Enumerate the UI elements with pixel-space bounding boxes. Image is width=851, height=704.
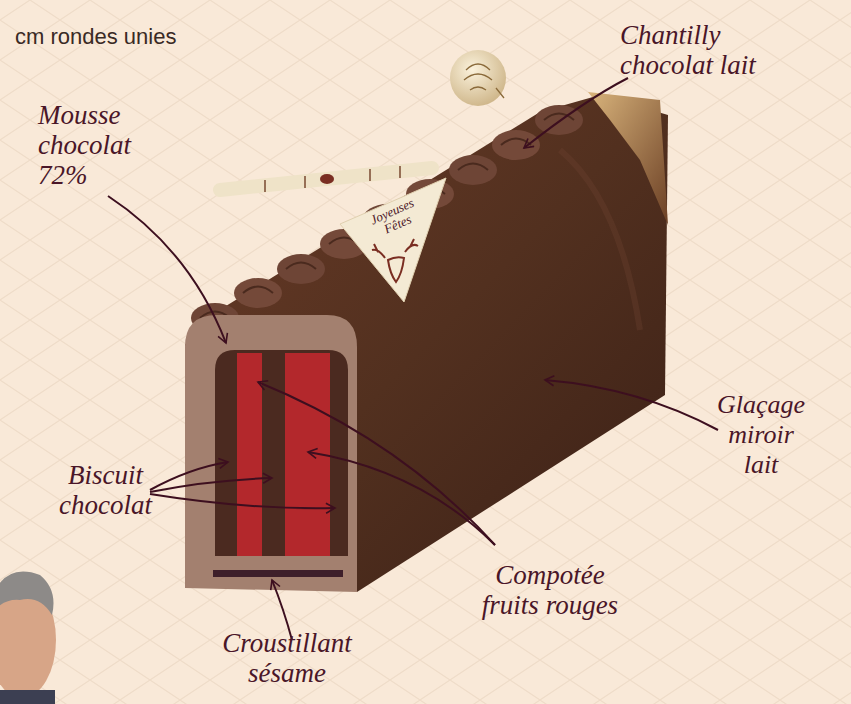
mousse-section [185, 315, 357, 592]
rosette-ridges [200, 114, 574, 319]
rosette [277, 254, 325, 284]
chantilly-rosettes [191, 105, 583, 333]
leader-line [150, 494, 335, 508]
rosette [234, 278, 282, 308]
part-label: Mousse chocolat 72% [38, 100, 138, 190]
leader-line [524, 78, 628, 148]
part-label: Glaçage miroir lait [712, 390, 810, 480]
sesame-crunch-layer [213, 570, 343, 577]
deer-drawing [372, 239, 418, 282]
rosette [492, 130, 540, 160]
rosette [449, 155, 497, 185]
glaze-body [185, 95, 668, 592]
glaze-highlight [560, 150, 640, 330]
greeting-plaque [340, 178, 446, 302]
stick-marks [265, 166, 400, 192]
leader-line [108, 196, 226, 343]
shirt [0, 690, 55, 704]
hair [0, 572, 54, 620]
sphere-engraving [464, 64, 504, 98]
leader-lines [108, 78, 718, 640]
leader-line [545, 380, 718, 430]
part-label: Compotée fruits rouges [470, 560, 630, 620]
chef-portrait [0, 572, 56, 704]
compote-layer [237, 353, 262, 556]
leader-line [150, 478, 272, 492]
leader-line [308, 452, 495, 545]
part-label: cm rondes unies [15, 22, 275, 52]
part-label: Croustillant sésame [212, 628, 362, 688]
biscuit-layers [215, 350, 348, 556]
part-label: Biscuit chocolat [48, 460, 163, 520]
part-label: Chantilly chocolat lait [620, 20, 785, 80]
chocolate-sphere [450, 50, 506, 106]
stick-dot [320, 174, 334, 184]
leader-line [258, 382, 495, 545]
